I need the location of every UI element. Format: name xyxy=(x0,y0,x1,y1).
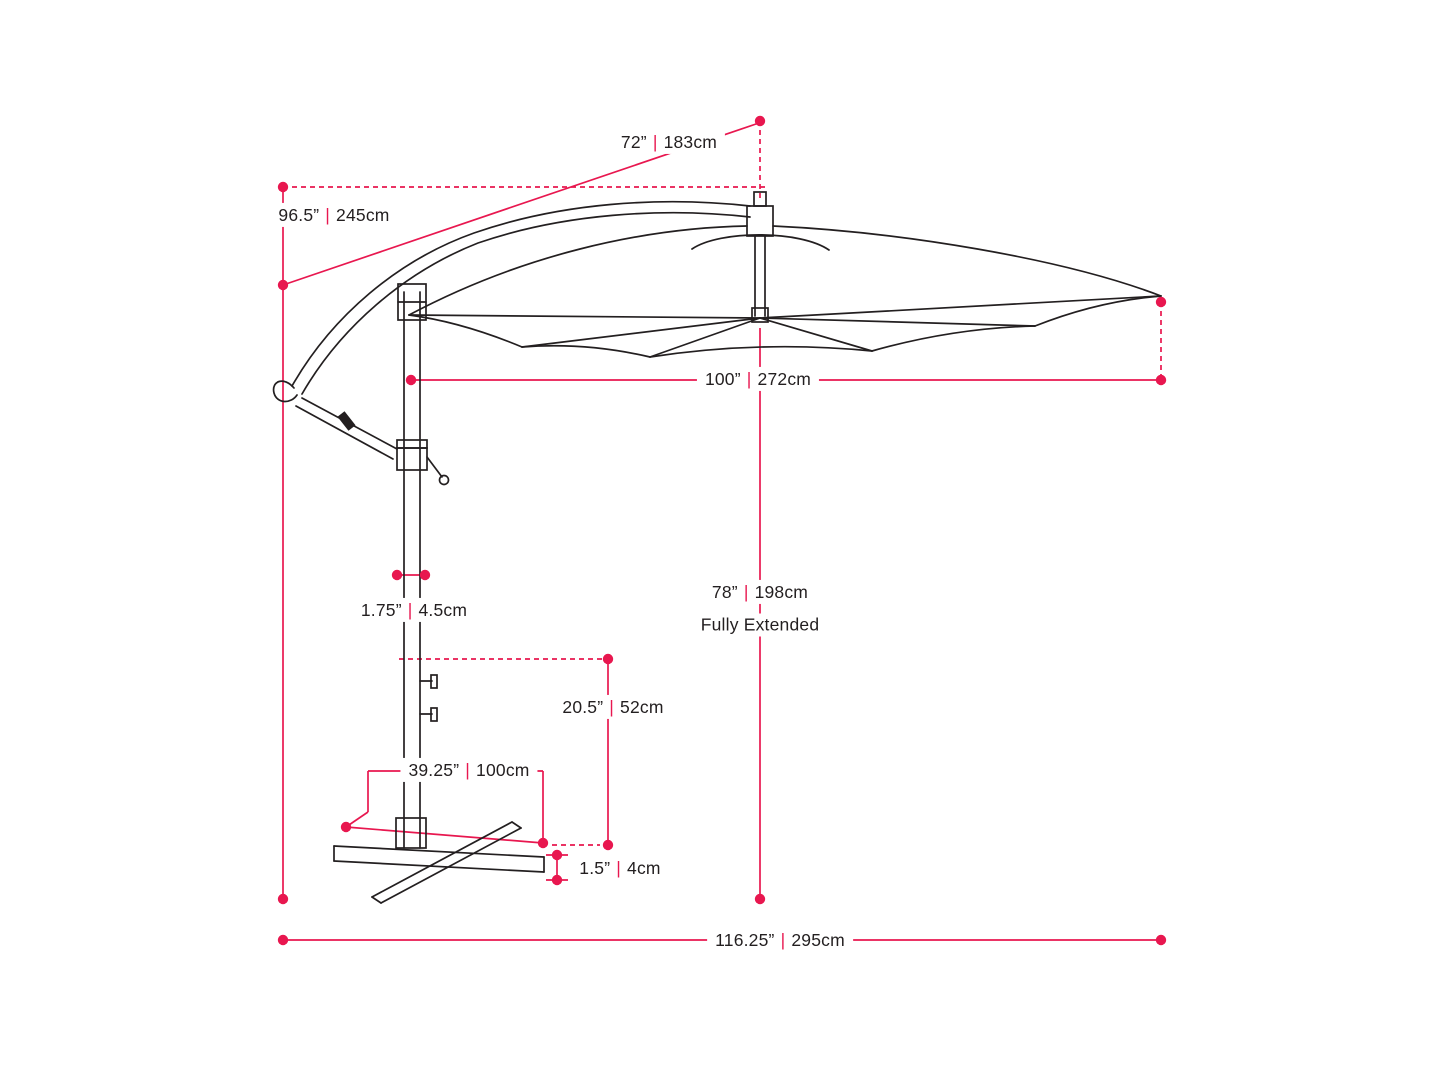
dimension-value-cm: 272cm xyxy=(757,368,812,389)
dimension-value-cm: 183cm xyxy=(663,131,718,152)
dimension-label-canopy-diameter: 100”|272cm xyxy=(696,366,820,392)
dimension-label-overall-width: 116.25”|295cm xyxy=(707,927,853,953)
dimension-value-inches: 39.25” xyxy=(408,759,460,780)
dimension-label-lower-pole: 20.5”|52cm xyxy=(554,694,672,720)
dimension-value-inches: 96.5” xyxy=(278,204,320,225)
dimension-separator: | xyxy=(652,131,658,152)
dimension-label-overall-height: 96.5”|245cm xyxy=(270,202,398,228)
dimension-separator: | xyxy=(465,759,471,780)
dimension-value-inches: 1.75” xyxy=(360,599,402,620)
dimension-value-inches: 100” xyxy=(704,368,741,389)
dimension-label-base-width: 39.25”|100cm xyxy=(400,757,538,783)
dimension-separator: | xyxy=(746,368,752,389)
dimension-separator: | xyxy=(609,696,615,717)
clearance-note: Fully Extended xyxy=(692,613,828,637)
dimension-label-clearance: 78”|198cm xyxy=(703,579,817,605)
dimension-value-cm: 100cm xyxy=(476,759,530,780)
dimension-dots xyxy=(277,115,1167,946)
umbrella-canopy xyxy=(408,191,1162,358)
umbrella-pole xyxy=(396,283,450,849)
dimension-label-pole-diameter: 1.75”|4.5cm xyxy=(352,597,476,623)
dimension-separator: | xyxy=(616,857,622,878)
dimension-value-inches: 116.25” xyxy=(715,929,775,950)
umbrella-illustration xyxy=(272,191,1162,904)
dimension-separator: | xyxy=(780,929,786,950)
dimension-value-cm: 52cm xyxy=(620,696,664,717)
dimension-label-base-height: 1.5”|4cm xyxy=(571,855,669,881)
dimension-separator: | xyxy=(407,599,413,620)
umbrella-base xyxy=(333,817,545,904)
dimension-separator: | xyxy=(325,204,331,225)
dimension-value-inches: 78” xyxy=(711,581,738,602)
dimension-value-inches: 20.5” xyxy=(562,696,604,717)
dimension-value-cm: 295cm xyxy=(791,929,845,950)
dimension-label-pole-to-top: 72”|183cm xyxy=(612,129,726,155)
dimension-value-inches: 1.5” xyxy=(579,857,611,878)
cantilever-arm xyxy=(272,200,751,460)
dimension-value-inches: 72” xyxy=(620,131,647,152)
dimension-value-cm: 4.5cm xyxy=(418,599,468,620)
dimension-separator: | xyxy=(743,581,749,602)
dimension-value-cm: 245cm xyxy=(336,204,390,225)
dimension-value-cm: 198cm xyxy=(754,581,809,602)
dimension-value-cm: 4cm xyxy=(627,857,661,878)
